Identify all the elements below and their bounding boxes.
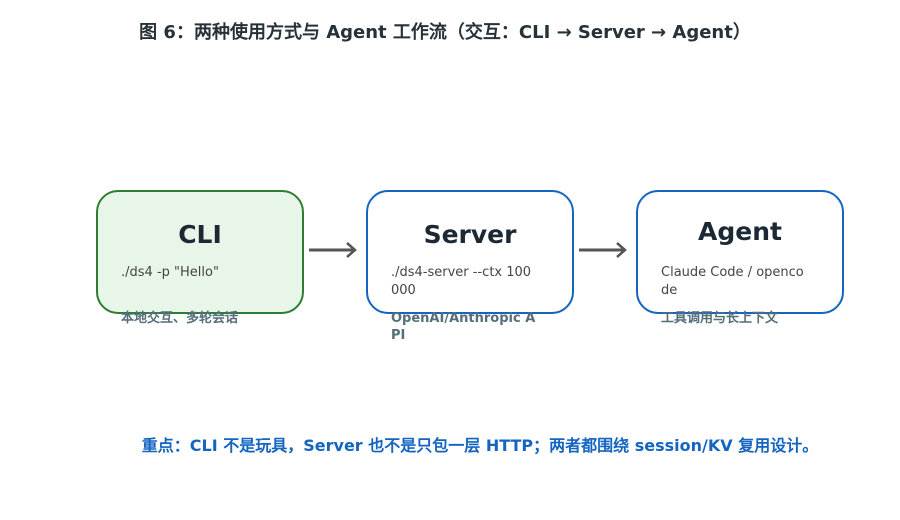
- cli-box-command: ./ds4 -p "Hello": [121, 265, 219, 280]
- server-box-title: Server: [423, 220, 517, 249]
- agent-box-title: Agent: [698, 217, 782, 246]
- server-box-note: OpenAI/Anthropic API: [391, 311, 536, 343]
- cli-box-note: 本地交互、多轮会话: [121, 311, 239, 326]
- agent-box: Agent Claude Code / opencode 工具调用与长上下文: [636, 190, 844, 326]
- agent-box-command: Claude Code / opencode: [661, 265, 804, 298]
- server-box: Server ./ds4-server --ctx 100000 OpenAI/…: [366, 190, 574, 343]
- arrow-cli-to-server-icon: [309, 242, 357, 258]
- agent-box-note: 工具调用与长上下文: [661, 311, 779, 326]
- arrow-server-to-agent-icon: [579, 242, 627, 258]
- server-box-command: ./ds4-server --ctx 100000: [391, 265, 532, 298]
- footer-note: 重点：CLI 不是玩具，Server 也不是只包一层 HTTP；两者都围绕 se…: [141, 436, 819, 455]
- cli-box-title: CLI: [178, 220, 222, 249]
- cli-box: CLI ./ds4 -p "Hello" 本地交互、多轮会话: [96, 190, 304, 326]
- diagram-title: 图 6：两种使用方式与 Agent 工作流（交互：CLI → Server → …: [139, 22, 751, 43]
